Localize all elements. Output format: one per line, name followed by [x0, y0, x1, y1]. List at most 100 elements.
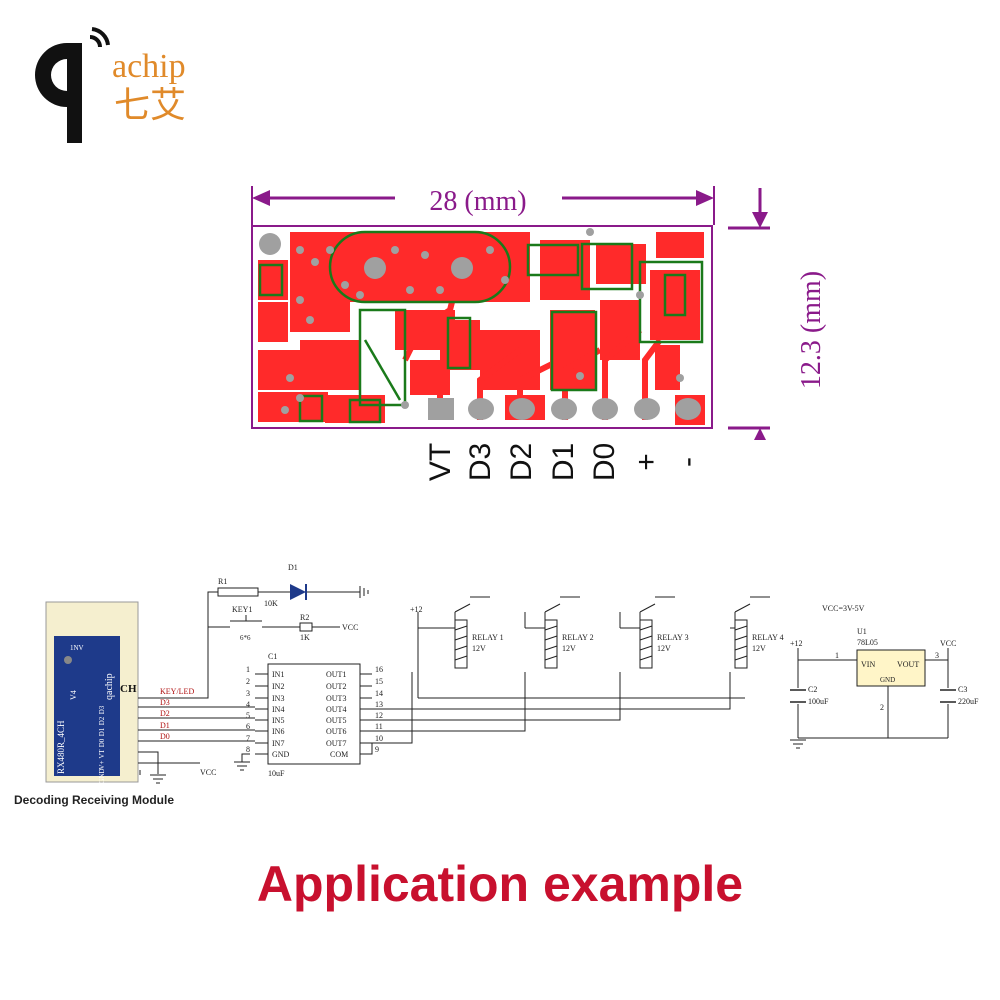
- module-side-text: CH: [120, 683, 137, 695]
- pin-label-d3: D3: [461, 432, 501, 492]
- signal-labels: KEY/LED D3 D2 D1 D0: [160, 687, 194, 741]
- relay-labels: RELAY 1 12V RELAY 2 12V RELAY 3 12V RELA…: [472, 633, 784, 653]
- ic-pin-name: GND: [272, 750, 290, 759]
- logo-q-mark: [35, 43, 82, 143]
- signal-d3: D3: [160, 698, 170, 707]
- ic-pin-num: 2: [246, 677, 250, 686]
- regulator-vin: VIN: [861, 660, 875, 669]
- key1-size: 6*6: [240, 634, 251, 642]
- module-pin-d0: D0: [98, 738, 106, 747]
- brand-logo: achip 七艾: [35, 27, 186, 143]
- relay-4-voltage: 12V: [752, 644, 766, 653]
- ic-pin-name: OUT2: [326, 682, 346, 691]
- silkscreen: [258, 230, 704, 424]
- relay-3-name: RELAY 3: [657, 633, 689, 642]
- signal-key-led: KEY/LED: [160, 687, 194, 696]
- vias: [259, 228, 684, 414]
- ic-pin-num: 11: [375, 722, 383, 731]
- module-vcc: VCC: [200, 768, 216, 777]
- pin-label-d1: D1: [544, 432, 584, 492]
- ic-pin-num: 10: [375, 734, 383, 743]
- resistor-r1: [217, 587, 259, 597]
- r2-value: 1K: [300, 633, 310, 642]
- ic-pin-num: 6: [246, 722, 250, 731]
- logo-signal-icon: [89, 35, 102, 48]
- pin-label-d2-text: D2: [505, 442, 538, 482]
- pin-label-d1-text: D1: [547, 442, 580, 482]
- ic-pin-num: 1: [246, 665, 250, 674]
- relay-2-voltage: 12V: [562, 644, 576, 653]
- ic-pin-num: 4: [246, 700, 250, 709]
- signal-d1: D1: [160, 721, 170, 730]
- logo-brand: achip: [112, 48, 186, 85]
- regulator-pin2: 2: [880, 703, 884, 712]
- ic-pin-name: OUT1: [326, 670, 346, 679]
- module-pin-vplus: V+: [98, 760, 106, 769]
- pin-label-d3-text: D3: [464, 442, 497, 482]
- ic-pin-num: 3: [246, 689, 250, 698]
- r1-value: 10K: [264, 599, 278, 608]
- module-pin-d2: D2: [98, 716, 106, 725]
- ic-pin-num: 8: [246, 745, 250, 754]
- pin-label-minus-text: -: [671, 457, 704, 467]
- pin-label-d0-text: D0: [588, 442, 621, 482]
- key1-name: KEY1: [232, 605, 252, 614]
- logo-signal-icon-2: [91, 27, 110, 46]
- pin-label-plus-text: +: [630, 453, 663, 471]
- pin-label-d0: D0: [585, 432, 625, 492]
- ic-note: 10uF: [268, 769, 285, 778]
- module-logo: qachip: [104, 673, 115, 700]
- ic-pin-name: IN4: [272, 705, 284, 714]
- logo-brand-cjk: 七艾: [114, 85, 186, 125]
- pcb-diagram: 28 (mm) 12.3 (mm): [251, 186, 827, 440]
- signal-d2: D2: [160, 709, 170, 718]
- module-caption: Decoding Receiving Module: [14, 793, 175, 807]
- supply-label: +12: [410, 605, 423, 614]
- ic-pin-name: OUT5: [326, 716, 346, 725]
- regulator-part: 78L05: [857, 638, 878, 647]
- d1-name: D1: [288, 563, 298, 572]
- switch-key1-icon: [230, 615, 262, 622]
- regulator-pin1: 1: [835, 651, 839, 660]
- regulator-u1: [856, 649, 926, 687]
- regulator-name: U1: [857, 627, 867, 636]
- resistor-r2: [299, 622, 313, 632]
- relay-2-name: RELAY 2: [562, 633, 594, 642]
- ic-pin-num: 15: [375, 677, 383, 686]
- ic-pin-name: IN2: [272, 682, 284, 691]
- led-d1-icon: [290, 584, 306, 600]
- ic-pin-name: IN5: [272, 716, 284, 725]
- traces: [402, 269, 663, 420]
- ic-pin-name: OUT7: [326, 739, 346, 748]
- ic-c1: [267, 663, 361, 765]
- relay-4-name: RELAY 4: [752, 633, 784, 642]
- header-pads: [428, 398, 701, 420]
- ic-pin-name: IN6: [272, 727, 284, 736]
- relay-1-voltage: 12V: [472, 644, 486, 653]
- width-label: 28 (mm): [429, 186, 526, 217]
- pin-label-d2: D2: [502, 432, 542, 492]
- ground-icon: [150, 586, 806, 784]
- ic-pin-num: 13: [375, 700, 383, 709]
- ic-pin-num: 14: [375, 689, 383, 698]
- pin-label-vt: VT: [421, 432, 461, 492]
- c2-value: 100uF: [808, 697, 829, 706]
- signal-d0: D0: [160, 732, 170, 741]
- module-pin-gnd: GND: [98, 768, 106, 783]
- relay-3-voltage: 12V: [657, 644, 671, 653]
- regulator-supply: +12: [790, 639, 803, 648]
- module-pin-d1: D1: [98, 727, 106, 736]
- ic-pin-num: 16: [375, 665, 383, 674]
- ic-pin-num: 7: [246, 734, 250, 743]
- r2-name: R2: [300, 613, 309, 622]
- module-pin-vt: VT: [98, 749, 106, 759]
- regulator-gnd: GND: [880, 676, 895, 684]
- ic-pin-name: COM: [330, 750, 348, 759]
- page-caption: Application example: [256, 856, 744, 912]
- ic-pin-num: 5: [246, 711, 250, 720]
- ic-name: C1: [268, 652, 277, 661]
- height-dimension: [728, 188, 770, 440]
- ic-pin-name: IN3: [272, 694, 284, 703]
- relay-1-name: RELAY 1: [472, 633, 504, 642]
- module-crystal-icon: [64, 656, 72, 664]
